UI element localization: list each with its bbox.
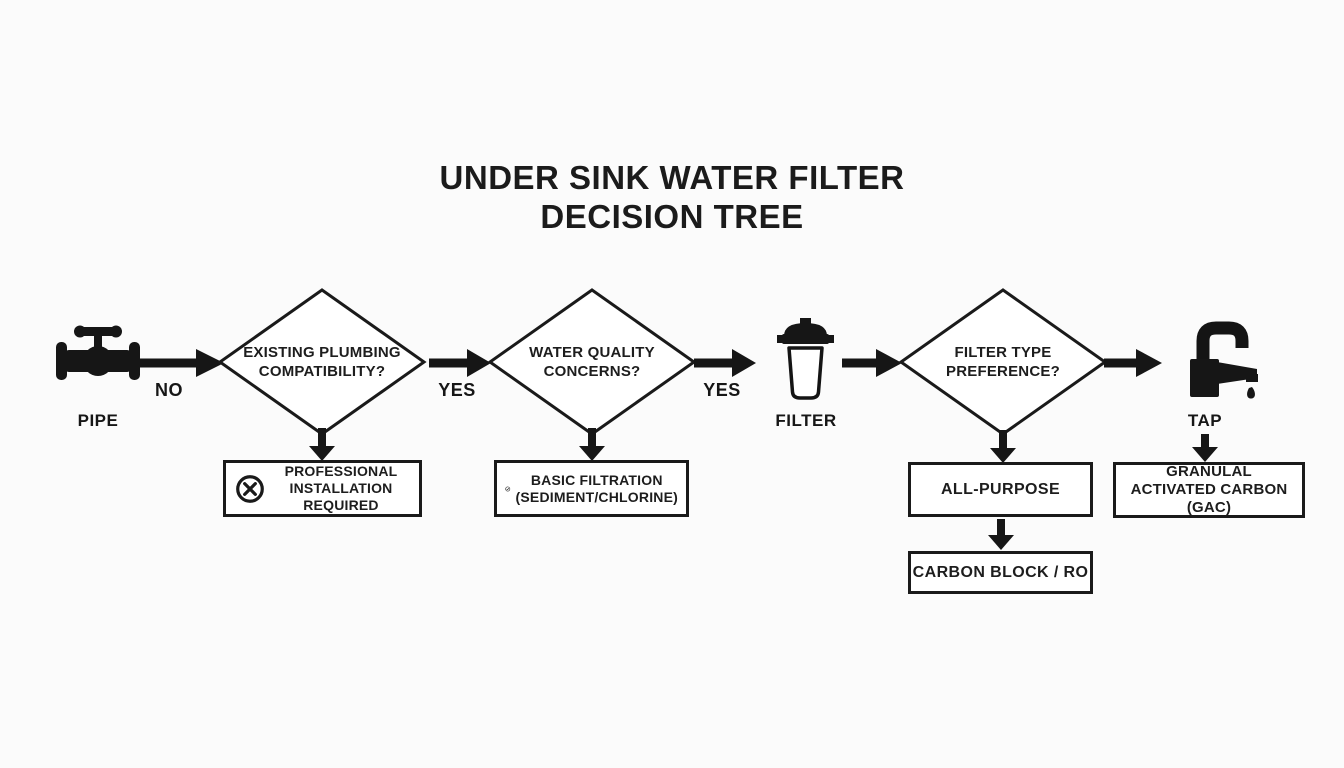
decision-quality-text: WATER QUALITY CONCERNS? <box>529 344 655 380</box>
pipe-valve-icon <box>56 325 140 380</box>
tap-label: TAP <box>1187 411 1223 430</box>
pipe-label: PIPE <box>77 411 119 430</box>
arrow-plumbing-to-professional <box>309 428 335 461</box>
arrow-quality-to-basic <box>579 428 605 461</box>
decision-plumbing-compatibility: EXISTING PLUMBING COMPATIBILITY? <box>217 287 427 437</box>
edge-label-no: NO <box>155 380 183 400</box>
arrow-preference-to-tap <box>1104 349 1162 377</box>
box-carbon-ro-text: CARBON BLOCK / RO <box>912 564 1089 581</box>
arrow-quality-to-filter <box>694 349 756 377</box>
filter-cartridge-icon <box>777 318 834 400</box>
arrow-all-purpose-to-carbon <box>988 519 1014 550</box>
arrow-plumbing-to-quality <box>429 349 491 377</box>
page-title: UNDER SINK WATER FILTER DECISION TREE <box>439 159 905 235</box>
box-granular-activated-carbon: GRANULAL ACTIVATED CARBON (GAC) <box>1113 462 1305 518</box>
box-professional-text: PROFESSIONAL INSTALLATION REQUIRED <box>284 463 398 513</box>
circle-check-icon <box>505 486 511 491</box>
decision-plumbing-text: EXISTING PLUMBING COMPATIBILITY? <box>243 344 401 380</box>
arrow-filter-to-preference <box>842 349 902 377</box>
box-basic-text: BASIC FILTRATION (SEDIMENT/CHLORINE) <box>515 471 678 505</box>
box-gac-text: GRANULAL ACTIVATED CARBON (GAC) <box>1130 463 1288 516</box>
box-all-purpose-text: ALL-PURPOSE <box>940 481 1061 498</box>
box-all-purpose: ALL-PURPOSE <box>908 462 1093 517</box>
arrow-tap-to-gac <box>1192 434 1218 462</box>
decision-water-quality: WATER QUALITY CONCERNS? <box>487 287 697 437</box>
box-carbon-block-ro: CARBON BLOCK / RO <box>908 551 1093 594</box>
arrow-preference-to-all-purpose <box>990 430 1016 463</box>
filter-label: FILTER <box>775 411 837 430</box>
arrow-pipe-to-plumbing <box>138 349 224 377</box>
box-professional-installation: PROFESSIONAL INSTALLATION REQUIRED <box>223 460 422 517</box>
circle-x-icon <box>236 474 264 503</box>
decision-filter-type: FILTER TYPE PREFERENCE? <box>898 287 1108 437</box>
box-basic-filtration: BASIC FILTRATION (SEDIMENT/CHLORINE) <box>494 460 689 517</box>
decision-preference-text: FILTER TYPE PREFERENCE? <box>946 344 1060 380</box>
edge-label-yes-1: YES <box>438 380 476 400</box>
edge-label-yes-2: YES <box>703 380 741 400</box>
tap-faucet-icon <box>1190 321 1258 399</box>
